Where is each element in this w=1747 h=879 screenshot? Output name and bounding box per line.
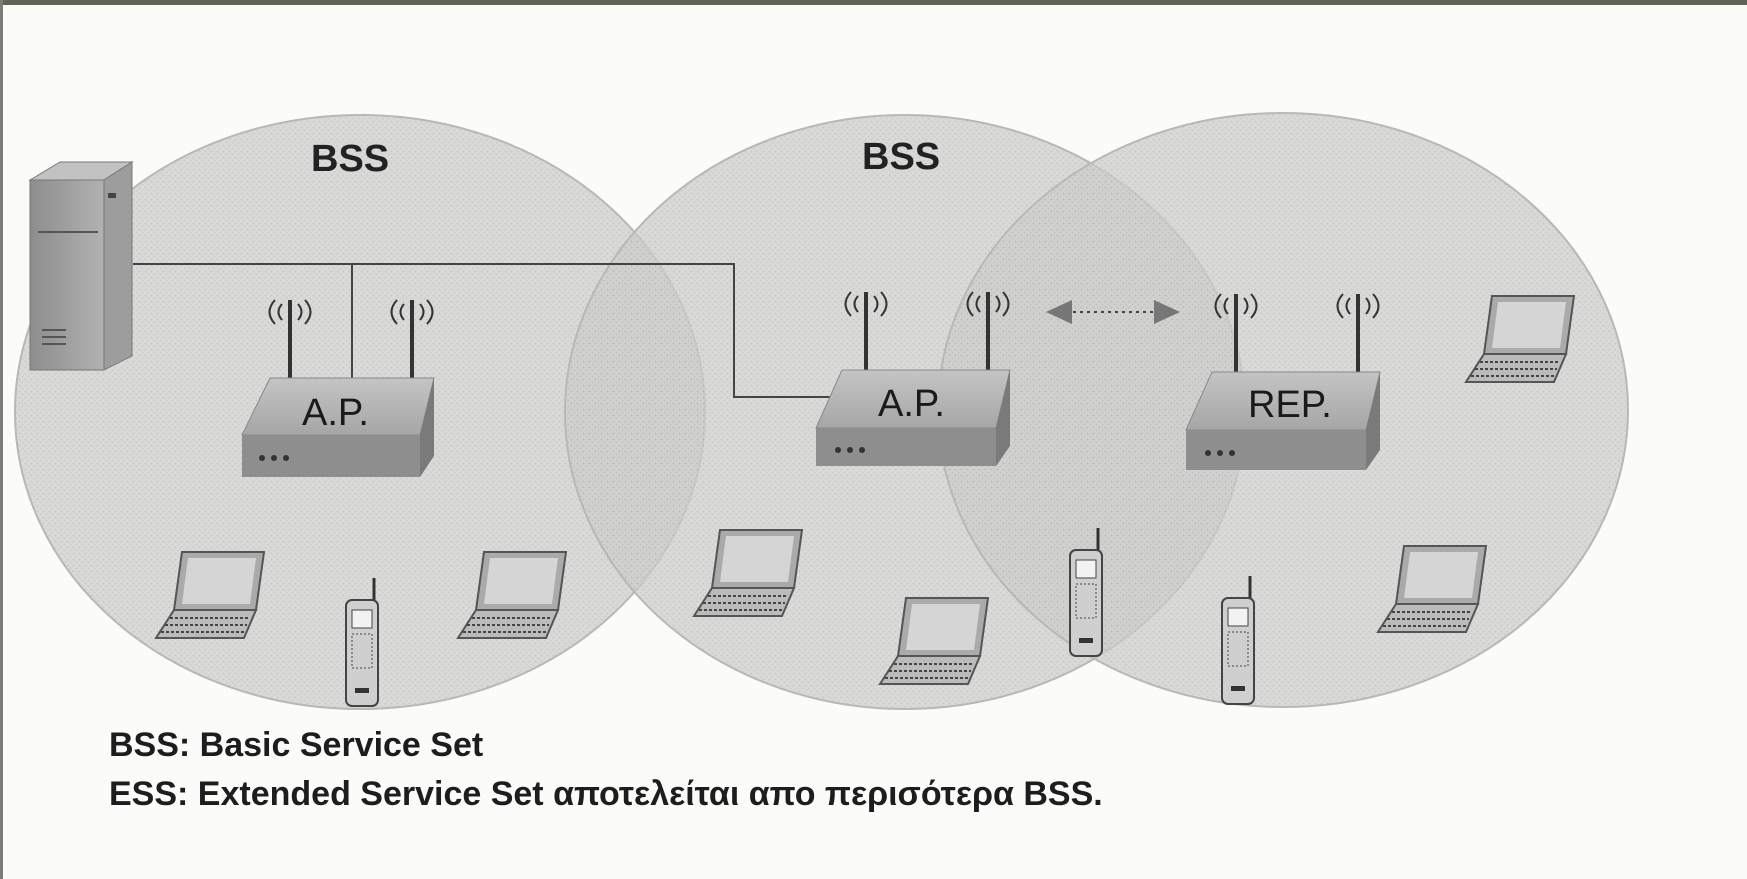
legend-bss: BSS: Basic Service Set (109, 726, 483, 765)
bss-label-left: BSS (311, 138, 389, 181)
server-icon (30, 162, 132, 370)
ap-left-label: A.P. (302, 392, 369, 435)
ap-middle-label: A.P. (878, 383, 945, 426)
legend-ess: ESS: Extended Service Set αποτελείται απ… (109, 775, 1103, 814)
bss-label-middle: BSS (862, 136, 940, 179)
repeater-label: REP. (1248, 384, 1332, 427)
